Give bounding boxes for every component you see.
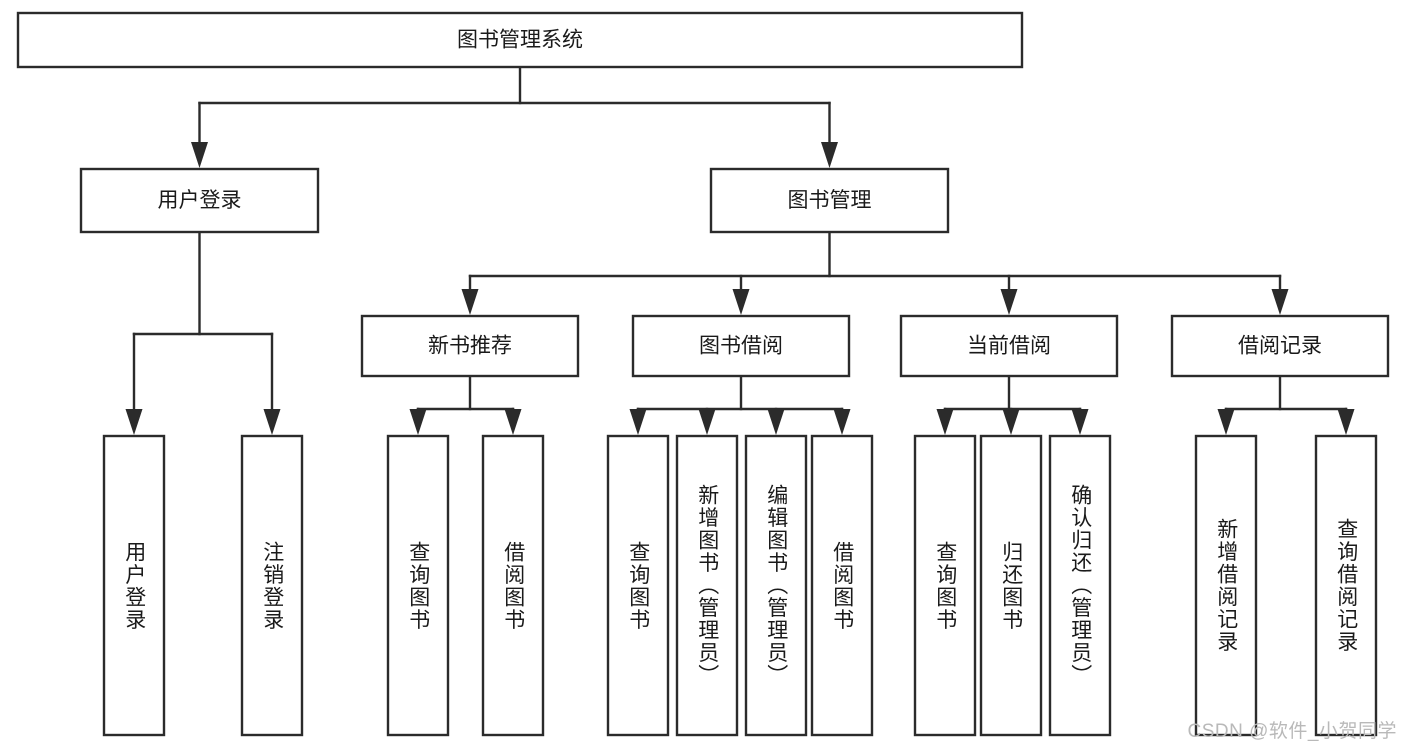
- node-box-l_10[interactable]: [1048, 434, 1112, 737]
- node-box-t3_2[interactable]: [899, 314, 1119, 378]
- arrow-head-icon: [1000, 289, 1018, 315]
- node-label-t3_3: 借阅记录: [1238, 335, 1322, 358]
- node-label-t3_0: 新书推荐: [428, 335, 512, 358]
- arrow-head-icon: [698, 409, 716, 435]
- arrow-head-icon: [732, 289, 750, 315]
- node-box-l_8[interactable]: [913, 434, 977, 737]
- arrow-head-icon: [461, 289, 479, 315]
- node-box-l_6[interactable]: [744, 434, 808, 737]
- arrow-head-icon: [936, 409, 954, 435]
- node-label-root: 图书管理系统: [457, 29, 583, 52]
- node-box-l_3[interactable]: [481, 434, 545, 737]
- arrow-head-icon: [767, 409, 785, 435]
- node-box-l_9[interactable]: [979, 434, 1043, 737]
- node-label-t2_1: 图书管理: [788, 189, 872, 212]
- node-box-t3_0[interactable]: [360, 314, 580, 378]
- node-box-t2_0[interactable]: [79, 167, 320, 234]
- arrow-head-icon: [1002, 409, 1020, 435]
- node-box-l_4[interactable]: [606, 434, 670, 737]
- connector-layer: [125, 65, 1355, 435]
- node-box-root[interactable]: [16, 11, 1024, 69]
- arrow-head-icon: [629, 409, 647, 435]
- node-box-l_1[interactable]: [240, 434, 304, 737]
- arrow-head-icon: [504, 409, 522, 435]
- arrow-head-icon: [1217, 409, 1235, 435]
- node-box-l_2[interactable]: [386, 434, 450, 737]
- arrow-head-icon: [833, 409, 851, 435]
- node-box-t2_1[interactable]: [709, 167, 950, 234]
- arrow-head-icon: [821, 142, 838, 168]
- node-label-t2_0: 用户登录: [158, 189, 242, 212]
- node-box-l_5[interactable]: [675, 434, 739, 737]
- node-label-t3_1: 图书借阅: [699, 335, 783, 358]
- node-label-t3_2: 当前借阅: [967, 335, 1051, 358]
- watermark-text: CSDN @软件_小贺同学: [1187, 721, 1397, 742]
- arrow-head-icon: [1071, 409, 1089, 435]
- node-box-l_7[interactable]: [810, 434, 874, 737]
- arrow-head-icon: [263, 409, 281, 435]
- node-box-l_0[interactable]: [102, 434, 166, 737]
- node-box-l_11[interactable]: [1194, 434, 1258, 737]
- node-box-layer: [16, 11, 1390, 737]
- arrow-head-icon: [409, 409, 427, 435]
- node-box-l_12[interactable]: [1314, 434, 1378, 737]
- arrow-head-icon: [1337, 409, 1355, 435]
- arrow-head-icon: [191, 142, 208, 168]
- arrow-head-icon: [125, 409, 143, 435]
- node-box-t3_3[interactable]: [1170, 314, 1390, 378]
- arrow-head-icon: [1271, 289, 1289, 315]
- node-box-t3_1[interactable]: [631, 314, 851, 378]
